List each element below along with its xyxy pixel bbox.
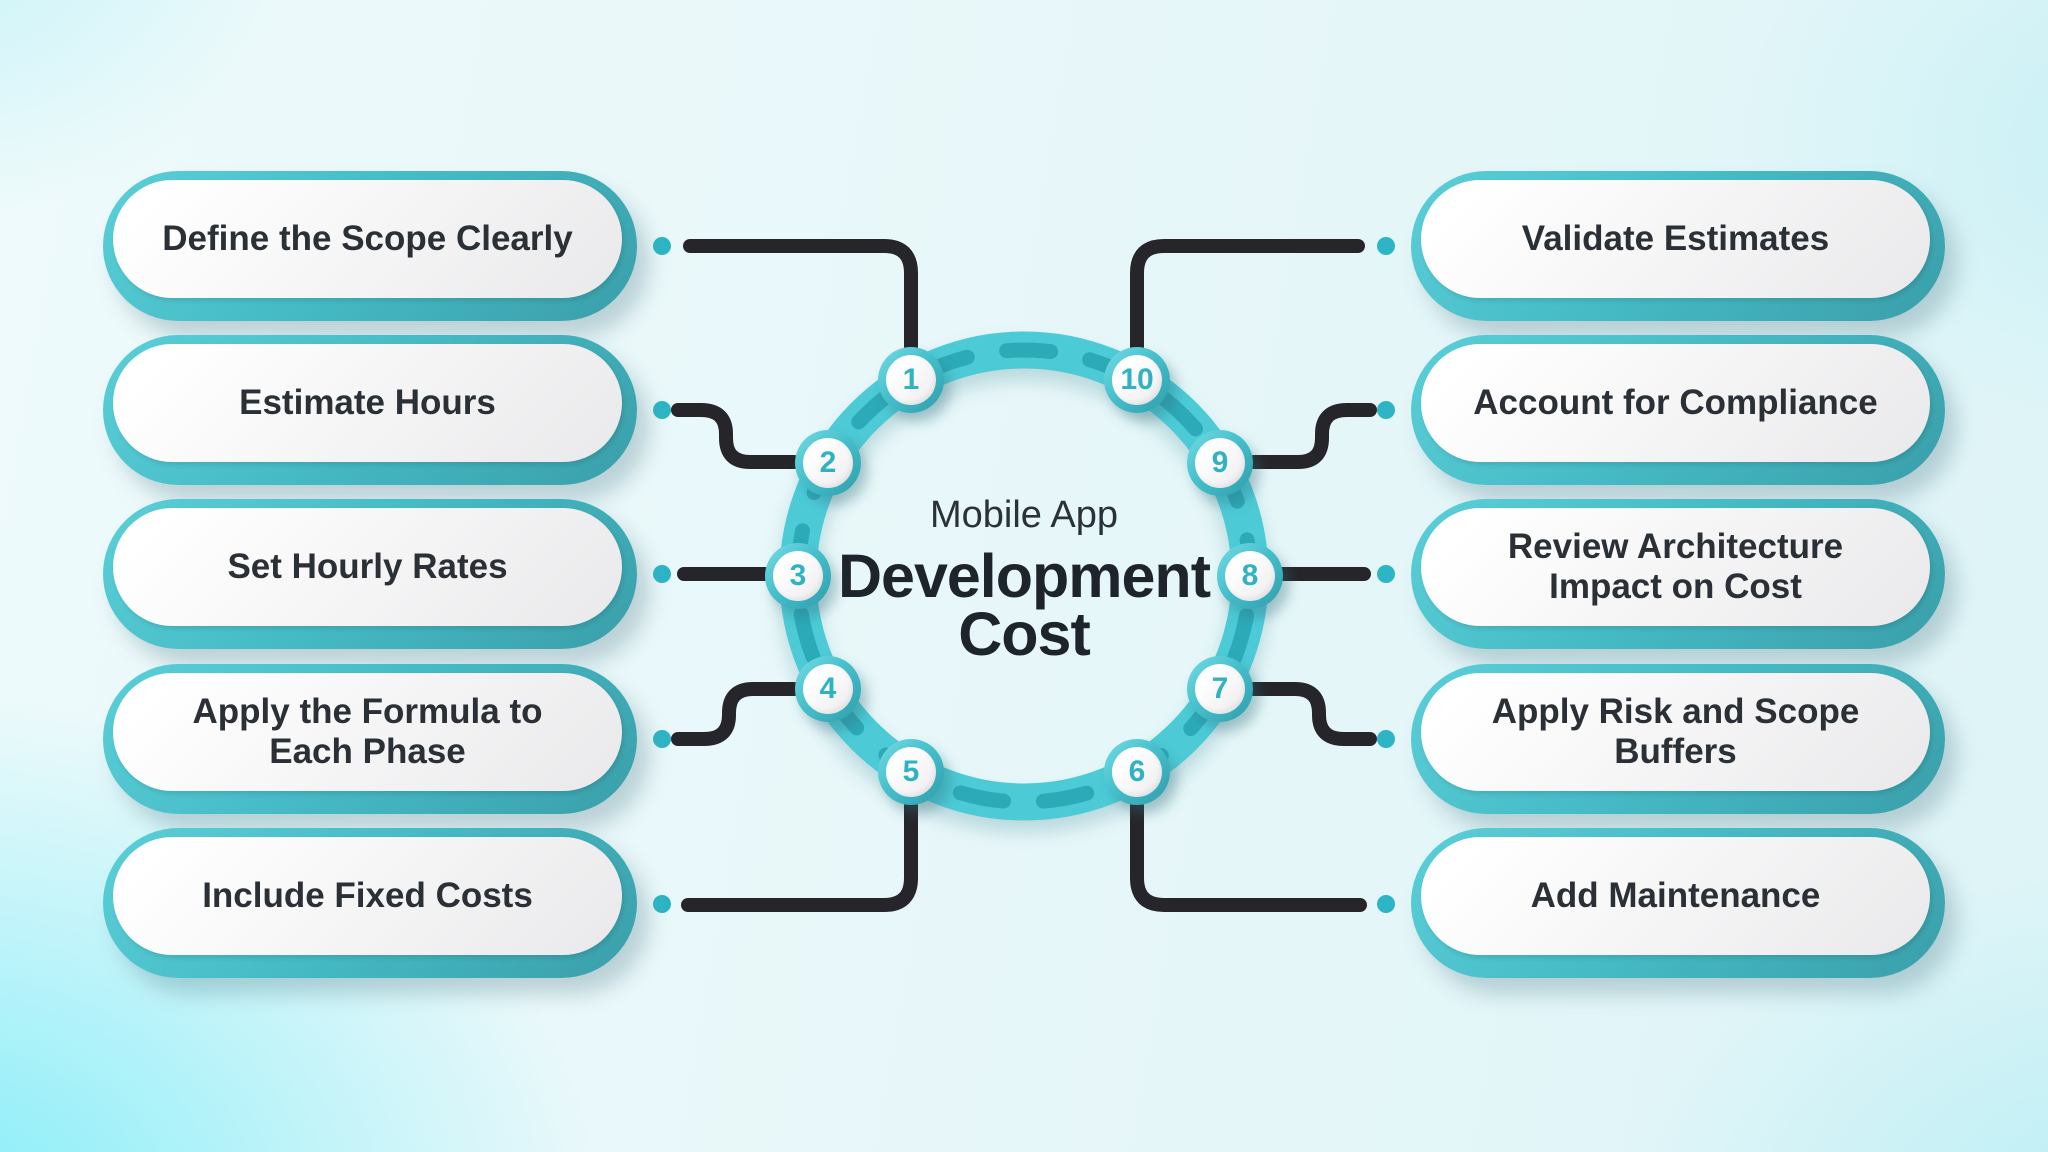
connector-step-9 bbox=[1247, 403, 1377, 469]
badge-number: 3 bbox=[773, 551, 823, 601]
step-label: Validate Estimates bbox=[1421, 180, 1930, 298]
connector-step-2 bbox=[671, 403, 801, 469]
pill-step-3: Set Hourly Rates bbox=[103, 499, 637, 649]
badge-step-7: 7 bbox=[1187, 656, 1253, 722]
step-label: Review Architecture Impact on Cost bbox=[1421, 508, 1930, 626]
connector-step-6 bbox=[1130, 799, 1367, 912]
dot-step-8 bbox=[1377, 565, 1395, 583]
dot-step-3 bbox=[653, 565, 671, 583]
pill-step-1: Define the Scope Clearly bbox=[103, 171, 637, 321]
pill-step-6: Add Maintenance bbox=[1411, 828, 1945, 978]
pill-step-8: Review Architecture Impact on Cost bbox=[1411, 499, 1945, 649]
badge-number: 4 bbox=[803, 664, 853, 714]
connector-step-4 bbox=[671, 682, 801, 746]
badge-step-5: 5 bbox=[878, 739, 944, 805]
step-label: Add Maintenance bbox=[1421, 837, 1930, 955]
badge-number: 10 bbox=[1112, 355, 1162, 405]
badge-number: 2 bbox=[803, 438, 853, 488]
connector-step-7 bbox=[1247, 682, 1377, 746]
step-label: Set Hourly Rates bbox=[113, 508, 622, 626]
badge-step-4: 4 bbox=[795, 656, 861, 722]
connector-step-10 bbox=[1130, 239, 1365, 354]
dot-step-9 bbox=[1377, 401, 1395, 419]
dot-step-4 bbox=[653, 730, 671, 748]
badge-number: 6 bbox=[1112, 747, 1162, 797]
dot-step-10 bbox=[1377, 237, 1395, 255]
pill-step-2: Estimate Hours bbox=[103, 335, 637, 485]
dot-step-2 bbox=[653, 401, 671, 419]
pill-step-4: Apply the Formula to Each Phase bbox=[103, 664, 637, 814]
pill-step-10: Validate Estimates bbox=[1411, 171, 1945, 321]
step-label: Apply the Formula to Each Phase bbox=[113, 673, 622, 791]
step-label: Include Fixed Costs bbox=[113, 837, 622, 955]
badge-step-9: 9 bbox=[1187, 430, 1253, 496]
pill-step-7: Apply Risk and Scope Buffers bbox=[1411, 664, 1945, 814]
badge-step-3: 3 bbox=[765, 543, 831, 609]
pill-step-5: Include Fixed Costs bbox=[103, 828, 637, 978]
dot-step-7 bbox=[1377, 730, 1395, 748]
badge-step-1: 1 bbox=[878, 347, 944, 413]
dot-step-5 bbox=[653, 895, 671, 913]
step-label: Apply Risk and Scope Buffers bbox=[1421, 673, 1930, 791]
step-label: Account for Compliance bbox=[1421, 344, 1930, 462]
pill-step-9: Account for Compliance bbox=[1411, 335, 1945, 485]
badge-number: 5 bbox=[886, 747, 936, 797]
connector-step-5 bbox=[681, 799, 918, 912]
dot-step-6 bbox=[1377, 895, 1395, 913]
badge-step-2: 2 bbox=[795, 430, 861, 496]
badge-number: 1 bbox=[886, 355, 936, 405]
ring-dashes bbox=[790, 342, 1258, 810]
badge-step-10: 10 bbox=[1104, 347, 1170, 413]
dot-step-1 bbox=[653, 237, 671, 255]
badge-number: 8 bbox=[1225, 551, 1275, 601]
badge-number: 9 bbox=[1195, 438, 1245, 488]
step-label: Define the Scope Clearly bbox=[113, 180, 622, 298]
badge-step-6: 6 bbox=[1104, 739, 1170, 805]
badge-step-8: 8 bbox=[1217, 543, 1283, 609]
connector-step-1 bbox=[683, 239, 918, 354]
step-label: Estimate Hours bbox=[113, 344, 622, 462]
ring-group bbox=[779, 331, 1269, 821]
badge-number: 7 bbox=[1195, 664, 1245, 714]
